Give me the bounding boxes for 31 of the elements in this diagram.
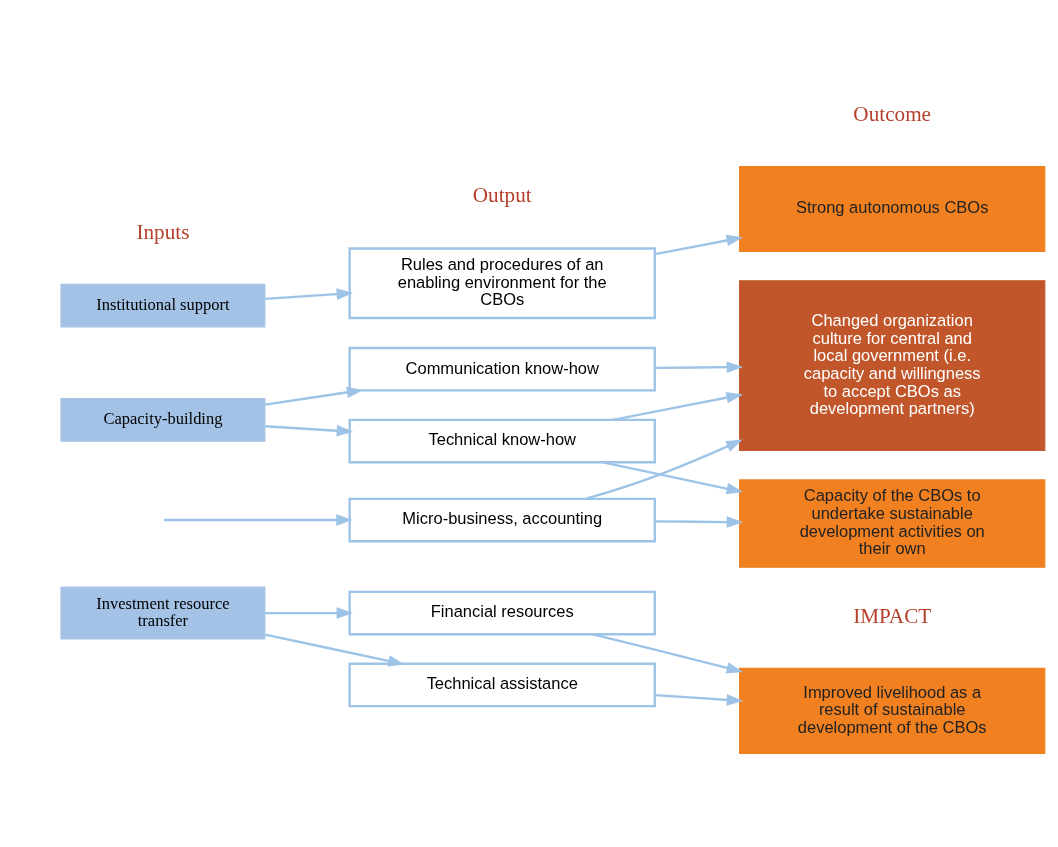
arrow [265,606,354,619]
node-box: Micro-business, accounting [348,497,656,542]
node-box: Rules and procedures of an enabling environment for the CBOs [348,246,656,319]
arrow [603,460,744,494]
node-box: Technical assistance [348,662,656,707]
node-box: Capacity-building [60,397,266,442]
label: Outcome [853,101,932,126]
node-box: Strong autonomous CBOs [739,165,1046,252]
arrow [654,234,744,255]
node-box: Technical know-how [348,418,656,463]
arrow [654,360,744,373]
node-box: Investment resource transfer [60,586,266,640]
node-box: Communication know-how [348,346,656,392]
arrow [654,515,744,528]
arrow [612,391,743,421]
arrow [265,386,364,406]
label: IMPACT [853,603,932,628]
label: Output [472,182,532,207]
node-box: Improved livelihood as a result of sustainable development of the CBOs [739,667,1046,754]
arrow [265,287,354,300]
label: Inputs [136,219,190,244]
arrow [164,513,353,526]
arrow [585,439,743,500]
arrow [592,632,744,674]
node-box: Institutional support [60,283,266,327]
arrow [265,424,354,436]
arrow [264,633,405,667]
node-box: Changed organization culture for central and local government (i.e. capacity and willingness to accept CBOs as development partners) [739,279,1046,451]
node-box: Financial resources [348,590,656,635]
arrow [654,693,744,706]
node-box: Capacity of the CBOs to undertake sustainable development activities on their own [739,478,1046,568]
